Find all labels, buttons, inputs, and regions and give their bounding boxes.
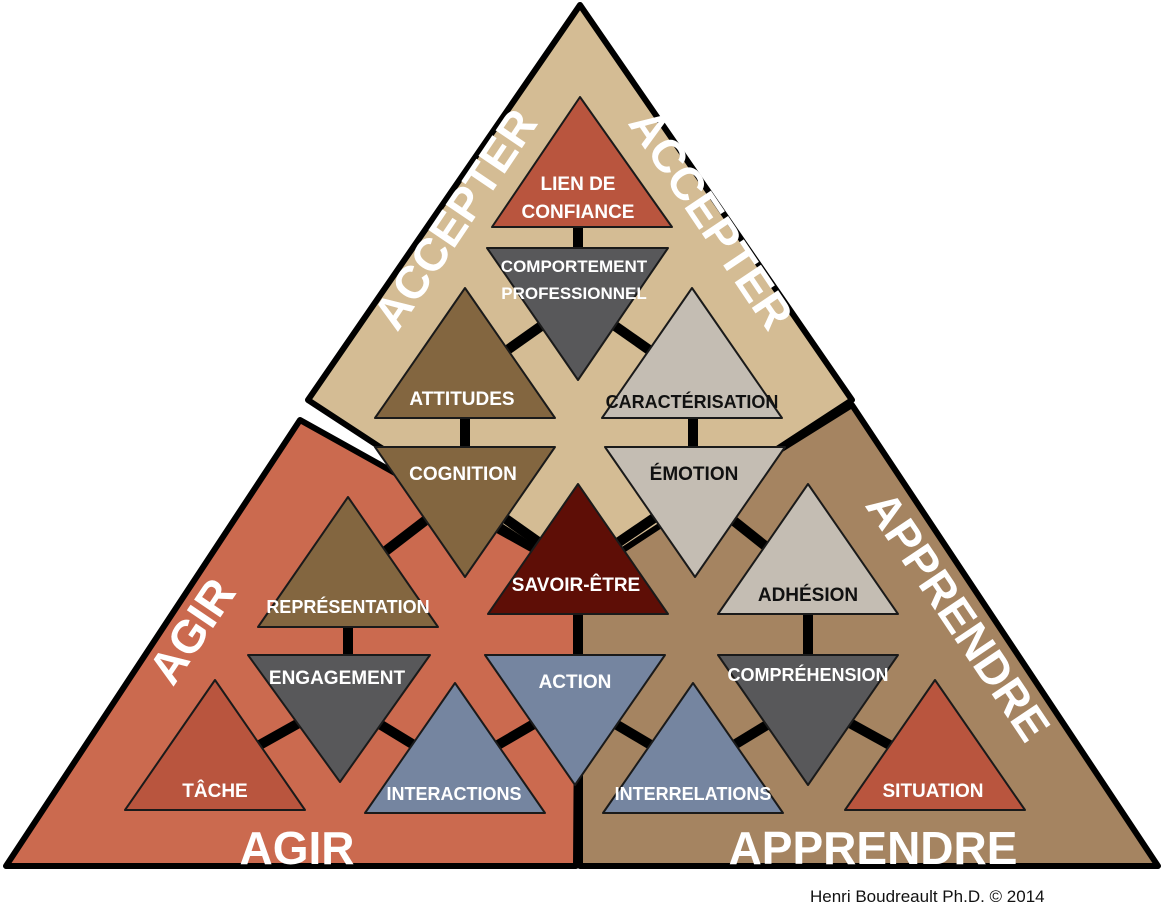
label-savoir-etre: SAVOIR-ÊTRE xyxy=(512,574,640,596)
node-emotion xyxy=(604,446,786,578)
label-caracterisation: CARACTÉRISATION xyxy=(606,391,779,412)
label-lien-de-confiance-1: LIEN DE xyxy=(541,174,616,195)
node-caracterisation xyxy=(601,287,783,419)
label-lien-de-confiance-2: CONFIANCE xyxy=(522,202,635,223)
node-savoir-etre xyxy=(487,483,669,615)
node-lien-de-confiance xyxy=(491,96,673,228)
label-action: ACTION xyxy=(539,672,612,693)
node-adhesion xyxy=(717,483,899,615)
node-attitudes xyxy=(374,287,556,419)
label-interrelations: INTERRELATIONS xyxy=(615,784,772,804)
label-cognition: COGNITION xyxy=(409,464,517,485)
node-interactions xyxy=(364,682,546,814)
node-representation xyxy=(257,496,439,628)
credit-text: Henri Boudreault Ph.D. © 2014 xyxy=(810,887,1045,906)
zone-label-apprendre-bottom: APPRENDRE xyxy=(729,822,1018,874)
node-tache xyxy=(124,679,306,811)
zone-label-agir-bottom: AGIR xyxy=(240,822,355,874)
node-comprehension xyxy=(717,654,899,786)
label-comprehension: COMPRÉHENSION xyxy=(727,664,888,685)
node-action xyxy=(484,654,666,786)
node-comportement-professionnel xyxy=(486,247,669,381)
label-emotion: ÉMOTION xyxy=(650,463,739,485)
node-situation xyxy=(844,679,1026,811)
label-engagement: ENGAGEMENT xyxy=(269,668,406,689)
label-tache: TÂCHE xyxy=(182,780,247,802)
label-adhesion: ADHÉSION xyxy=(758,584,858,606)
label-comportement-2: PROFESSIONNEL xyxy=(501,284,646,303)
label-representation: REPRÉSENTATION xyxy=(266,596,429,617)
label-attitudes: ATTITUDES xyxy=(409,389,514,410)
label-interactions: INTERACTIONS xyxy=(387,784,522,804)
label-comportement-1: COMPORTEMENT xyxy=(501,257,648,276)
node-engagement xyxy=(247,654,431,783)
node-interrelations xyxy=(602,682,784,814)
node-cognition xyxy=(374,446,556,578)
label-situation: SITUATION xyxy=(883,781,984,802)
